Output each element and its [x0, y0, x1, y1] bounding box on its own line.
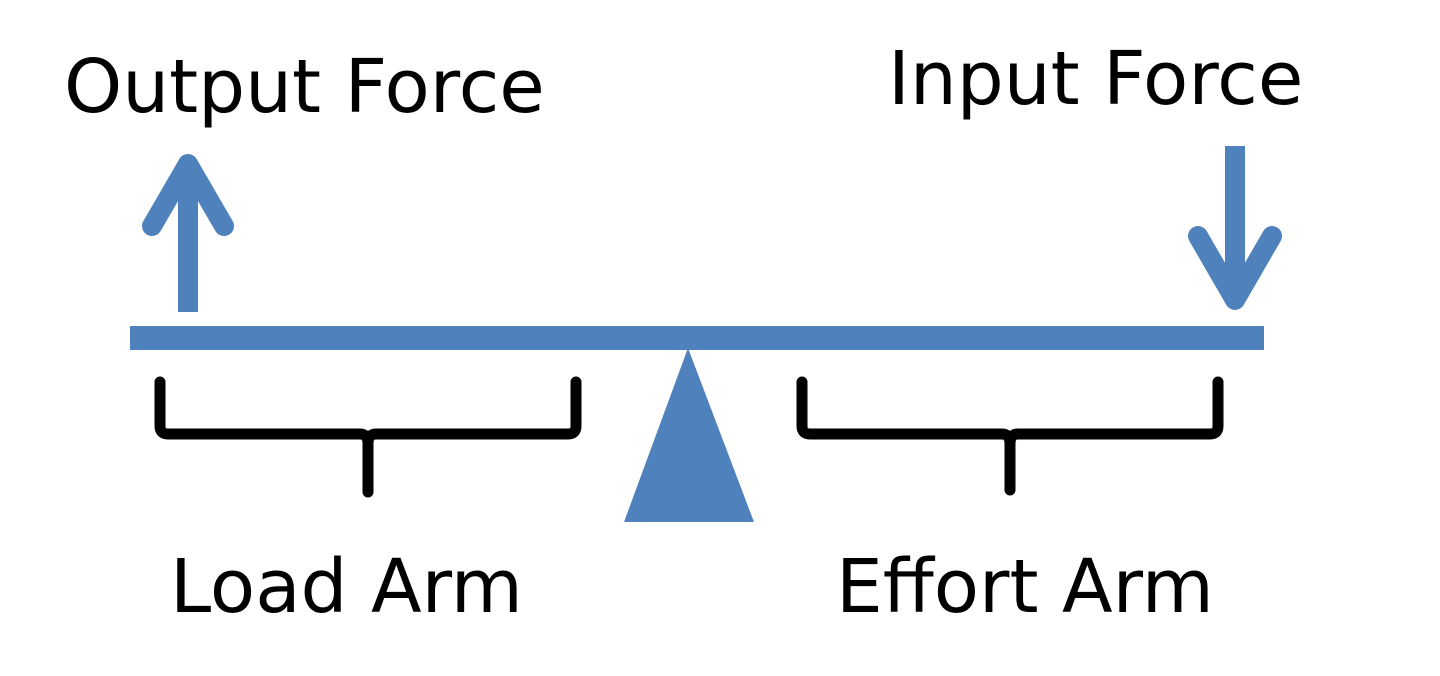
output-force-arrow-icon	[142, 154, 234, 312]
output-force-label: Output Force	[64, 44, 545, 130]
load-arm-label: Load Arm	[170, 544, 523, 630]
effort-arm-brace	[796, 376, 1224, 496]
fulcrum-triangle	[624, 348, 754, 522]
input-force-label: Input Force	[888, 36, 1304, 122]
effort-arm-label: Effort Arm	[836, 544, 1214, 630]
lever-beam	[130, 326, 1264, 350]
input-force-arrow-icon	[1188, 146, 1282, 310]
load-arm-brace	[154, 376, 582, 498]
